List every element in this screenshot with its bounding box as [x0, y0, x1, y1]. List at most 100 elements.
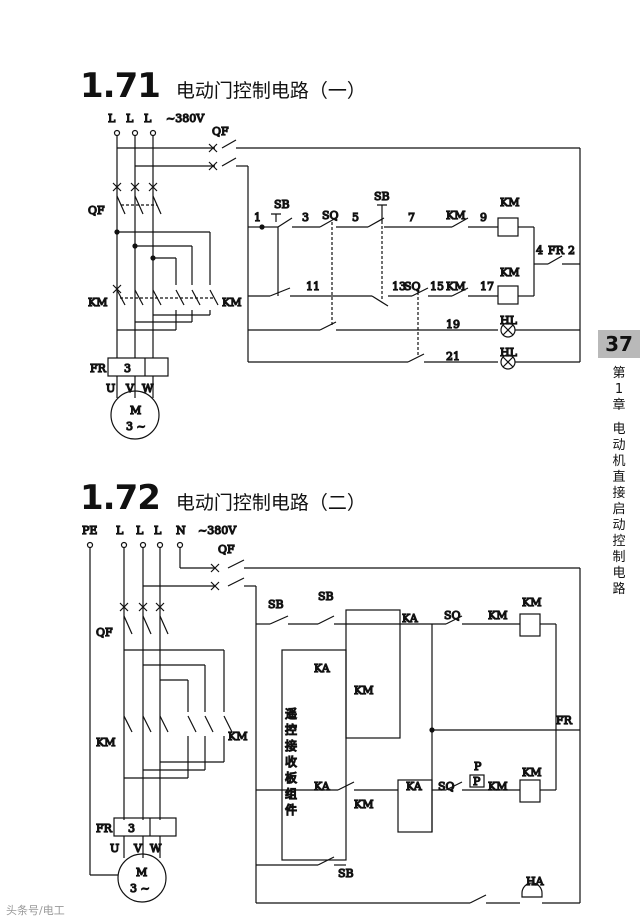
svg-text:板: 板	[285, 771, 297, 785]
sidebar-chapter: 37 第1章 电动机直接启动控制电路	[598, 330, 640, 598]
svg-text:KM: KM	[222, 296, 241, 309]
chapter-label: 第1章	[612, 366, 626, 413]
svg-text:SQ: SQ	[444, 609, 461, 622]
svg-text:4: 4	[536, 244, 543, 257]
qf1-breaker	[119, 602, 169, 635]
svg-text:3 ~: 3 ~	[126, 420, 146, 433]
svg-text:21: 21	[446, 350, 460, 363]
svg-text:9: 9	[480, 211, 487, 224]
qf2-breaker	[210, 559, 581, 903]
svg-text:KM: KM	[96, 736, 115, 749]
svg-text:17: 17	[480, 280, 494, 293]
svg-text:KM: KM	[446, 209, 465, 222]
svg-text:U: U	[110, 842, 119, 855]
section-number: 1.71	[80, 66, 161, 106]
svg-text:SQ: SQ	[322, 209, 339, 222]
svg-text:L: L	[126, 112, 134, 125]
svg-text:KM: KM	[446, 280, 465, 293]
svg-text:KA: KA	[314, 662, 331, 675]
km-contactors	[123, 649, 233, 779]
svg-text:KM: KM	[488, 780, 507, 793]
svg-text:QF: QF	[88, 204, 105, 217]
section-title-1-71: 1.71 电动门控制电路（一）	[80, 66, 366, 106]
svg-text:FR: FR	[556, 714, 573, 727]
svg-text:M: M	[130, 404, 141, 417]
svg-text:P: P	[473, 775, 481, 788]
qf2-breaker	[208, 139, 581, 362]
svg-text:11: 11	[306, 280, 320, 293]
svg-text:KM: KM	[488, 609, 507, 622]
svg-text:3: 3	[128, 822, 135, 835]
svg-text:13: 13	[392, 280, 406, 293]
motor-m	[110, 390, 160, 440]
svg-text:3 ~: 3 ~	[130, 882, 150, 895]
svg-text:SB: SB	[374, 190, 390, 203]
page-number: 37	[598, 330, 640, 358]
svg-text:7: 7	[408, 211, 415, 224]
section-title-text: 电动门控制电路（一）	[175, 80, 366, 102]
svg-text:KM: KM	[500, 266, 519, 279]
svg-text:W: W	[142, 382, 154, 395]
svg-text:KM: KM	[522, 766, 541, 779]
svg-text:SQ: SQ	[404, 280, 421, 293]
svg-text:KM: KM	[354, 798, 373, 811]
watermark: 头条号/电工	[6, 904, 65, 917]
svg-text:FR: FR	[90, 362, 107, 375]
svg-text:QF: QF	[212, 125, 229, 138]
svg-text:SB: SB	[274, 198, 290, 211]
chapter-title: 电动机直接启动控制电路	[612, 422, 626, 597]
svg-text:W: W	[150, 842, 162, 855]
svg-text:KM: KM	[88, 296, 107, 309]
svg-text:SB: SB	[338, 867, 354, 880]
svg-text:SB: SB	[318, 590, 334, 603]
svg-text:M: M	[136, 866, 147, 879]
svg-text:SQ: SQ	[438, 780, 455, 793]
svg-text:QF: QF	[96, 626, 113, 639]
svg-text:接: 接	[285, 738, 297, 753]
svg-text:3: 3	[302, 211, 309, 224]
remote-control-board	[281, 649, 347, 861]
svg-text:2: 2	[568, 244, 575, 257]
svg-text:N: N	[176, 524, 186, 537]
svg-text:HL: HL	[500, 314, 518, 327]
supply-lines	[113, 129, 215, 345]
svg-text:~380V: ~380V	[166, 112, 205, 125]
svg-text:KM: KM	[500, 196, 519, 209]
svg-text:KA: KA	[402, 612, 419, 625]
qf1-breaker	[112, 182, 162, 215]
svg-text:L: L	[116, 524, 124, 537]
svg-text:L: L	[136, 524, 144, 537]
svg-text:SB: SB	[268, 598, 284, 611]
svg-text:15: 15	[430, 280, 444, 293]
svg-text:FR: FR	[96, 822, 113, 835]
svg-text:件: 件	[285, 803, 297, 817]
section-number: 1.72	[80, 478, 161, 518]
motor-m	[117, 853, 167, 903]
svg-text:KM: KM	[228, 730, 247, 743]
svg-text:P: P	[474, 760, 482, 773]
control-rungs-1-71	[248, 204, 580, 370]
svg-text:3: 3	[124, 362, 131, 375]
svg-text:1: 1	[254, 211, 261, 224]
diagram-1-72	[86, 541, 581, 904]
svg-text:KM: KM	[522, 596, 541, 609]
svg-text:HL: HL	[500, 346, 518, 359]
diagram-1-71	[86, 129, 581, 904]
svg-text:L: L	[154, 524, 162, 537]
svg-text:收: 收	[285, 755, 297, 769]
control-rungs-1-72	[256, 609, 580, 904]
svg-text:V: V	[133, 842, 143, 855]
svg-text:19: 19	[446, 318, 460, 331]
svg-text:~380V: ~380V	[198, 524, 237, 537]
svg-text:PE: PE	[82, 524, 97, 537]
svg-text:U: U	[106, 382, 115, 395]
svg-text:L: L	[144, 112, 152, 125]
svg-text:V: V	[125, 382, 135, 395]
svg-text:KA: KA	[314, 780, 331, 793]
svg-text:HA: HA	[526, 875, 545, 888]
section-title-text: 电动门控制电路（二）	[175, 492, 366, 514]
svg-text:FR: FR	[548, 244, 565, 257]
svg-text:5: 5	[352, 211, 359, 224]
svg-text:控: 控	[285, 723, 297, 737]
